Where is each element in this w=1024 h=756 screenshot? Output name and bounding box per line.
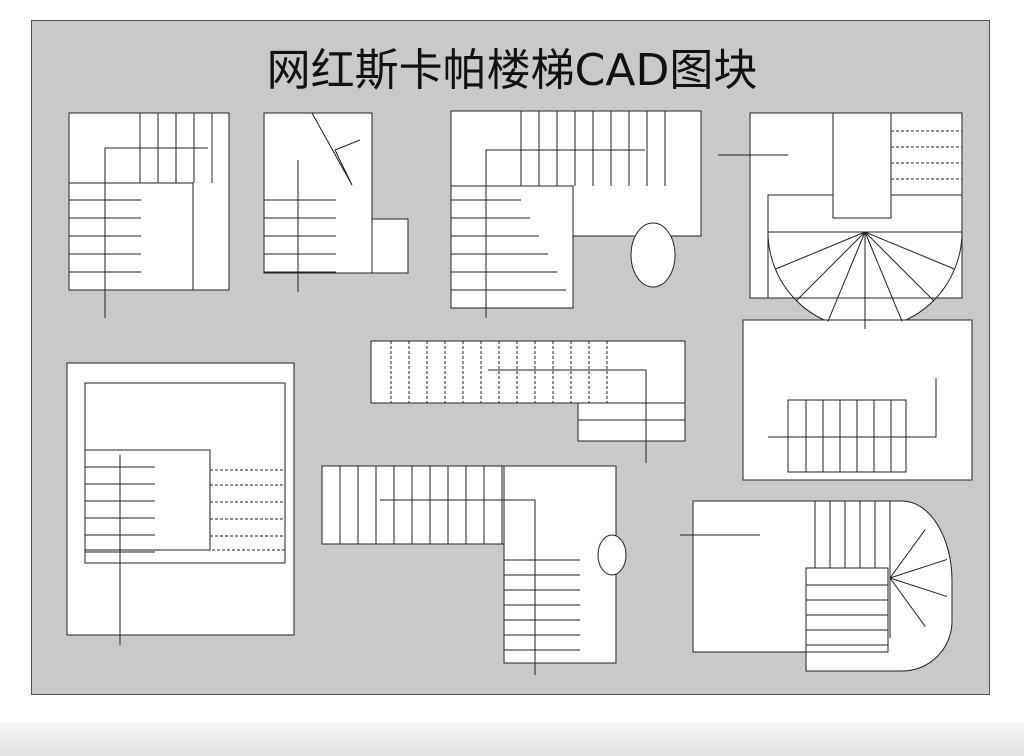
tread-line xyxy=(796,231,866,301)
stair-plan-7 xyxy=(370,340,686,463)
tread-line xyxy=(889,577,948,598)
tread-line xyxy=(827,231,866,322)
person-figure xyxy=(597,534,627,576)
stair-plan-2 xyxy=(263,112,409,292)
stair-plan-1 xyxy=(68,112,230,318)
person-figure xyxy=(630,222,676,288)
tread-line xyxy=(889,529,926,579)
stair-plan-3 xyxy=(450,110,702,318)
stair-plan-6 xyxy=(66,362,295,645)
page-title: 网红斯卡帕楼梯CAD图块 xyxy=(266,45,758,96)
tread-line xyxy=(889,577,926,627)
stair-treads xyxy=(69,111,962,651)
tread-line xyxy=(775,231,866,270)
stair-plan-8 xyxy=(321,465,627,675)
tread-line xyxy=(864,231,903,322)
page-shadow xyxy=(0,722,1024,756)
stair-plan-9 xyxy=(680,500,953,672)
tread-line xyxy=(864,231,934,301)
tread-line xyxy=(864,231,955,270)
stair-plan-4 xyxy=(718,112,963,330)
tread-line xyxy=(889,558,948,579)
